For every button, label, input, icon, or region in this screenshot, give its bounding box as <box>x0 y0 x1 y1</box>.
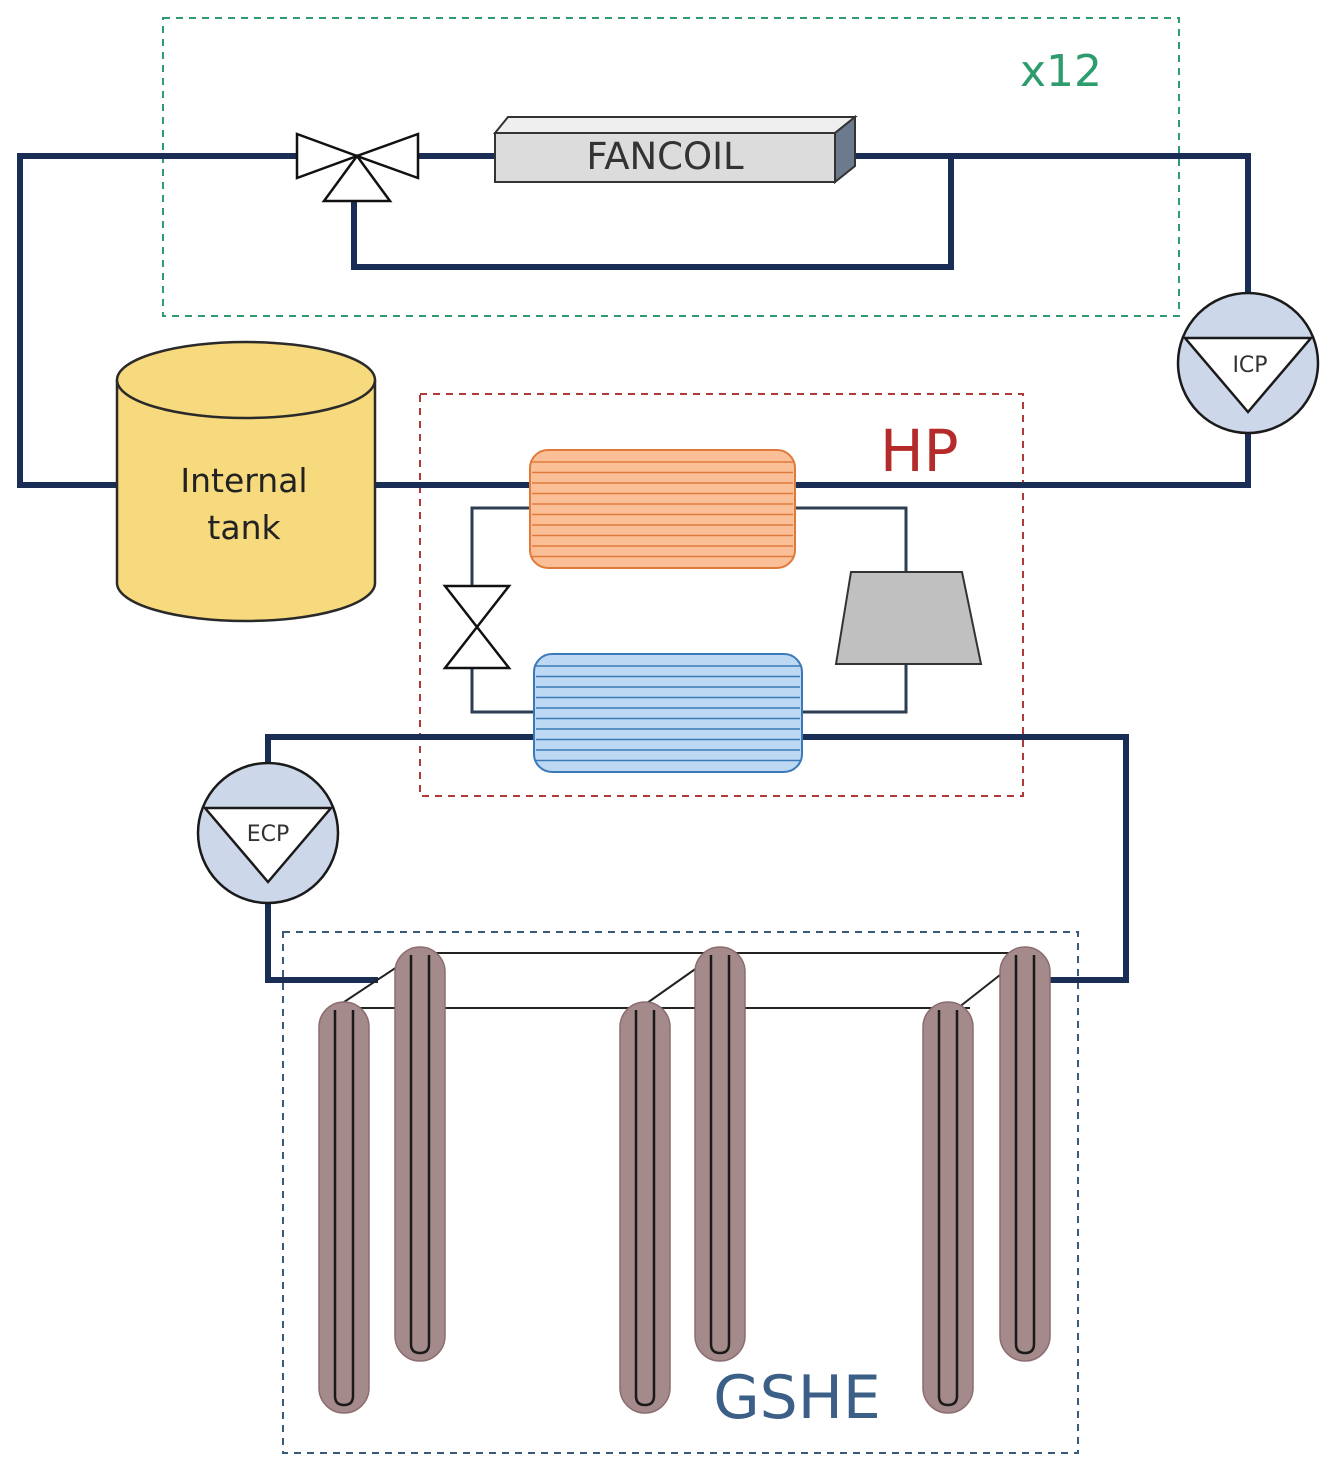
three-way-valve-icon <box>295 132 420 203</box>
ecp-triangle <box>202 806 334 884</box>
ecp-label: ECP <box>247 822 290 847</box>
evaporator <box>533 653 803 773</box>
borehole-icon <box>922 1001 974 1414</box>
fancoil-front-face <box>494 132 836 183</box>
icp-triangle <box>1182 336 1314 414</box>
compressor-icon <box>834 571 983 665</box>
icp-label: ICP <box>1232 353 1267 378</box>
borehole-icon <box>394 946 446 1362</box>
borehole-icon <box>619 1001 671 1414</box>
expansion-valve-icon <box>442 584 512 670</box>
tank-icon <box>115 380 377 623</box>
fancoil-group-box <box>162 17 1180 317</box>
condenser-body <box>529 449 796 569</box>
gshe-field: GSHE <box>318 946 1051 1433</box>
pipes <box>17 153 1251 983</box>
ecp-pump: ECP <box>196 761 340 905</box>
hp-label: HP <box>880 417 959 485</box>
gshe-group-box <box>282 931 1079 1454</box>
ecp-to-gshe-pipe <box>265 877 378 983</box>
fancoil-return-pipe-right <box>852 153 1251 321</box>
refrigerant-pipe-right-top <box>795 506 908 572</box>
tank-label-line1: Internal <box>180 461 307 500</box>
borehole-icon <box>318 1001 370 1414</box>
condenser <box>529 449 796 569</box>
gshe-label: GSHE <box>713 1363 881 1433</box>
fancoil-label: FANCOIL <box>586 135 744 178</box>
icp-to-condenser-pipe <box>792 405 1251 488</box>
evaporator-body <box>533 653 803 773</box>
refrigerant-pipe-right-bottom <box>802 664 908 714</box>
supply-pipe-left <box>17 153 300 488</box>
evaporator-coil-lines <box>536 665 800 762</box>
icp-pump: ICP <box>1176 291 1320 435</box>
internal-tank: Internal tank <box>115 340 377 623</box>
bypass-pipe <box>351 153 954 270</box>
refrigerant-pipe-top <box>470 506 530 586</box>
refrigerant-pipe-left-bottom <box>470 668 534 714</box>
tank-top <box>115 340 377 420</box>
fancoil-unit: FANCOIL <box>492 114 858 185</box>
fancoil-top-face <box>492 116 858 134</box>
borehole-group <box>318 946 1051 1414</box>
borehole-icon <box>694 946 746 1362</box>
fancoil-multiplier-label: x12 <box>1020 46 1102 97</box>
refrigerant-loop <box>470 506 908 714</box>
gshe-to-evaporator-pipe <box>797 734 1129 983</box>
borehole-icon <box>999 946 1051 1362</box>
tank-label-line2: tank <box>207 508 281 547</box>
condenser-coil-lines <box>532 461 793 558</box>
hp-group-box <box>419 393 1024 797</box>
